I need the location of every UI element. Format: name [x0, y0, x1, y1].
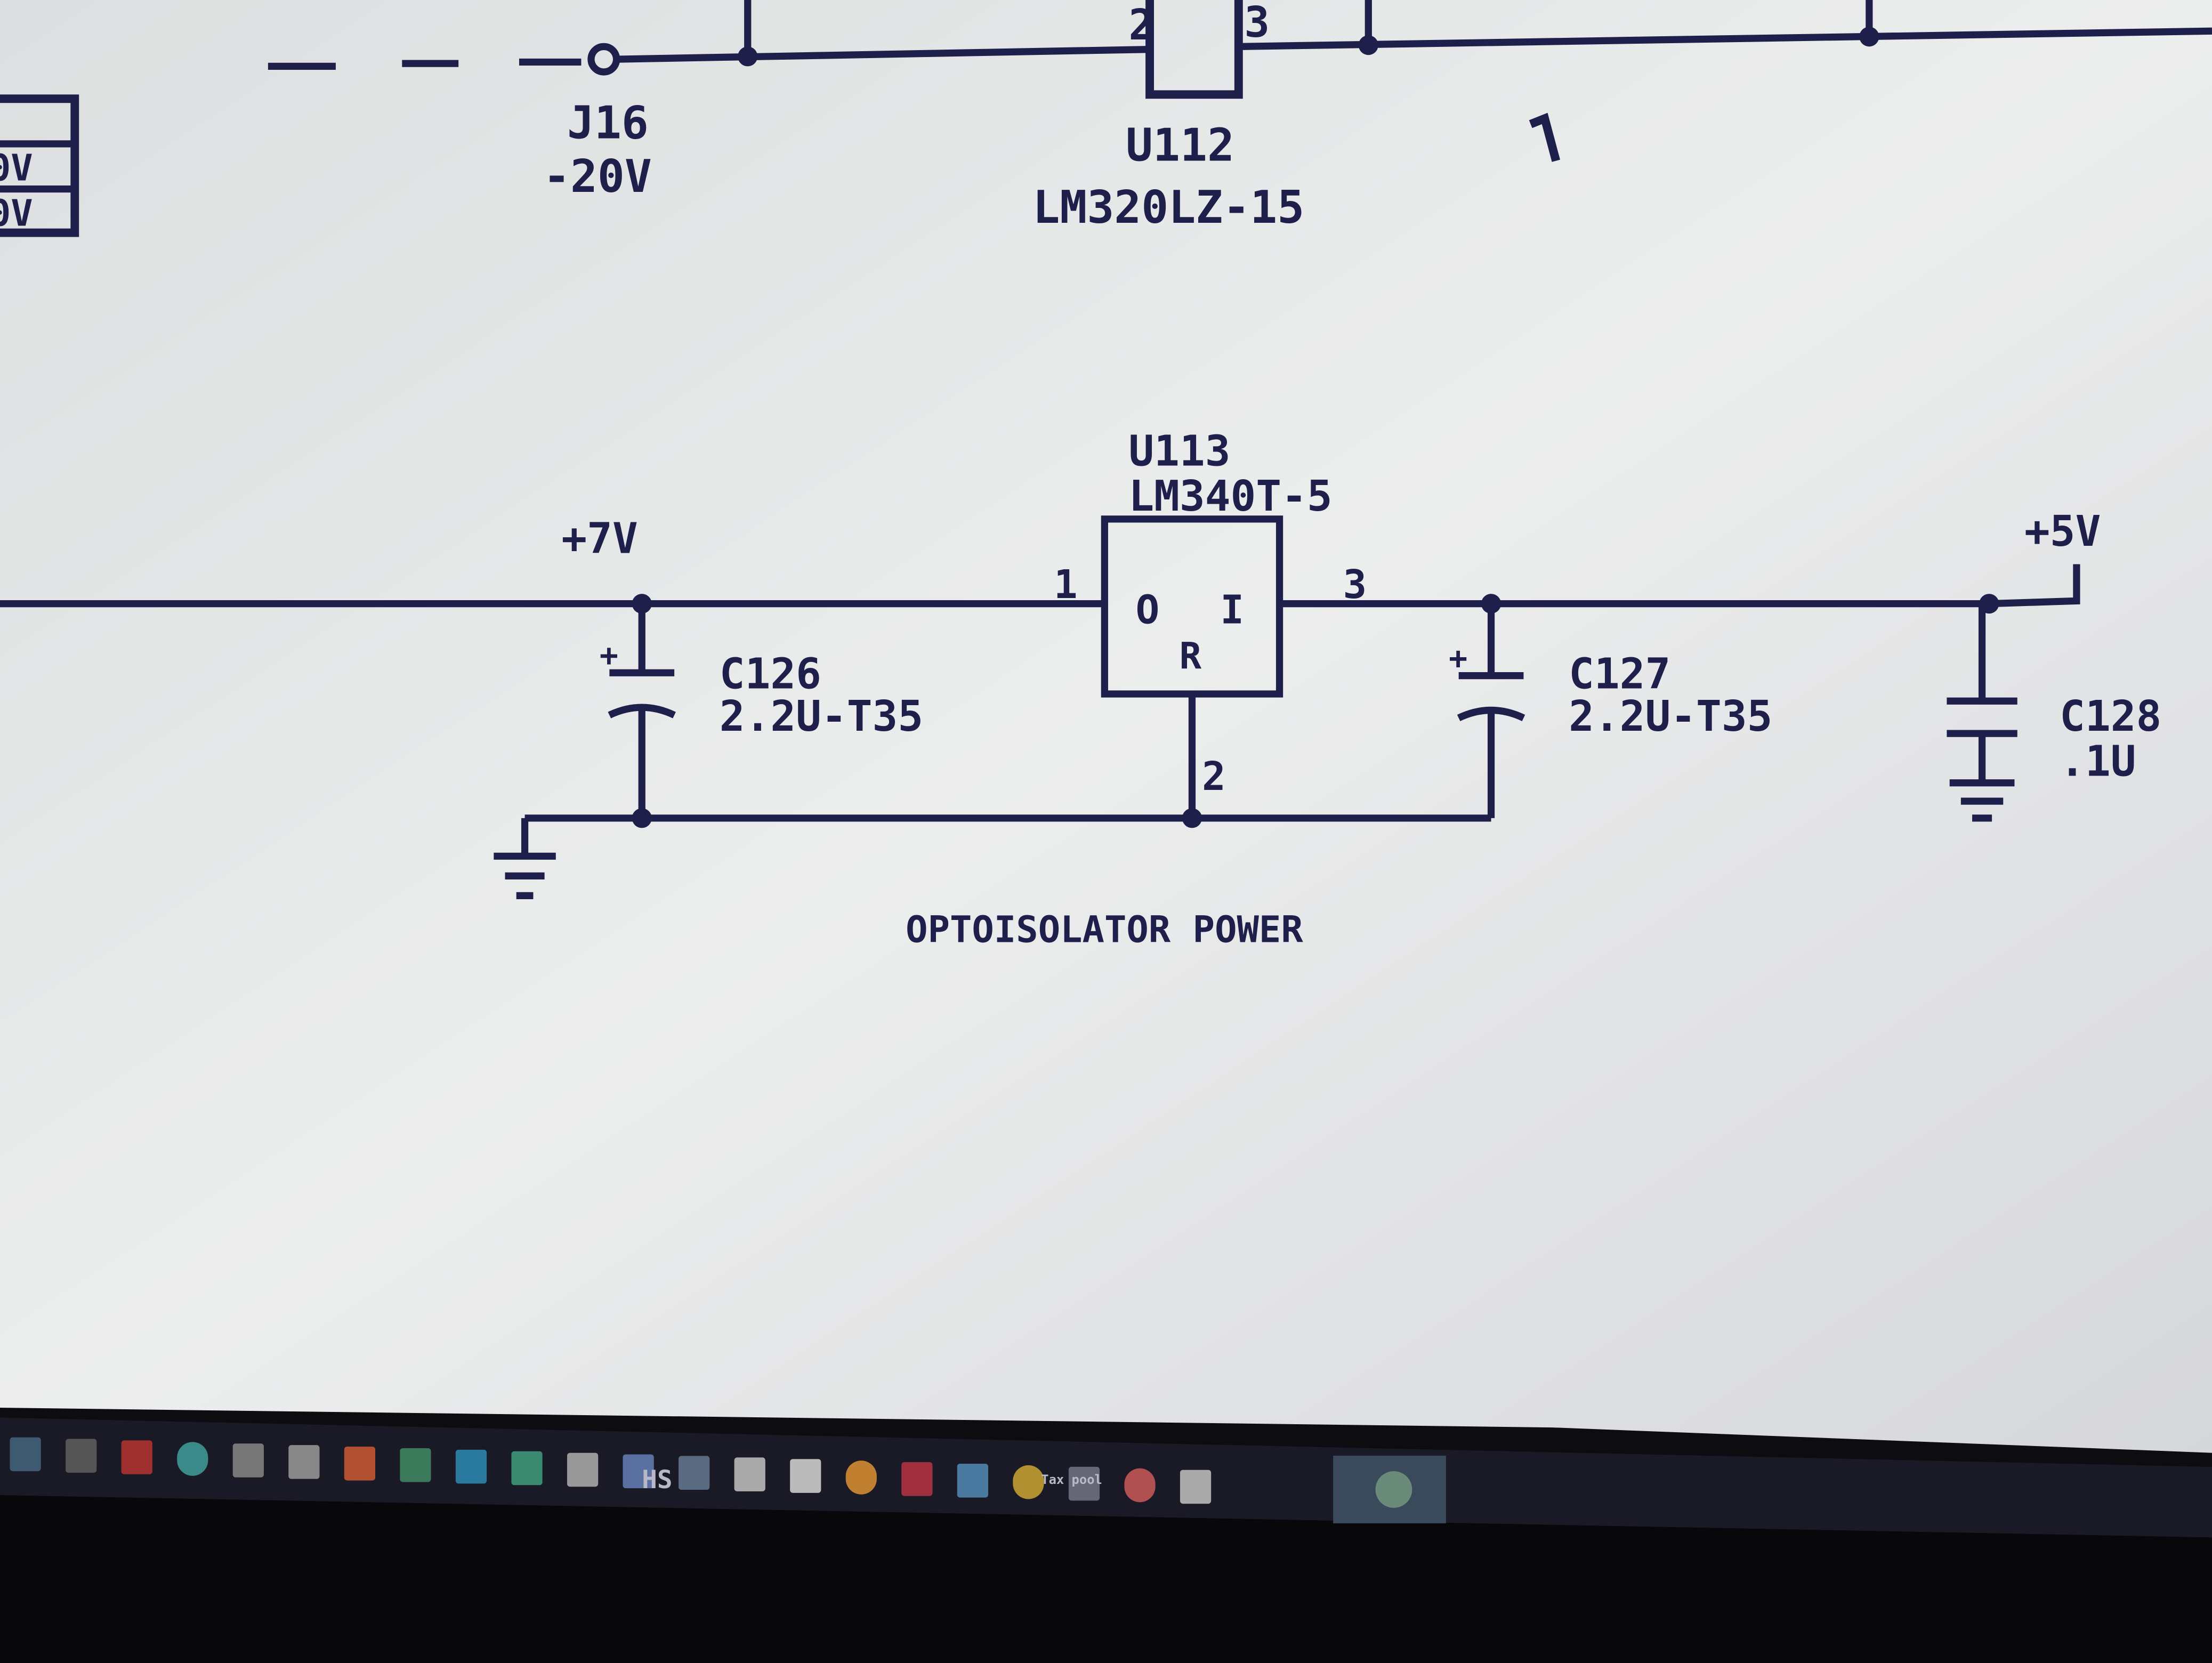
u113-part: LM340T-5	[1128, 471, 1332, 521]
circuit-title: OPTOISOLATOR POWER	[906, 909, 1303, 951]
blank-doc-icon[interactable]	[790, 1459, 821, 1493]
taskbar-hs-label: HS	[642, 1465, 672, 1495]
tax-pool-icon[interactable]	[1068, 1466, 1100, 1501]
c128-ref: C128	[2060, 691, 2161, 741]
c127-polarity: +	[1449, 640, 1467, 676]
chrome-window-icon	[1375, 1471, 1412, 1508]
j16-ref: J16	[567, 96, 649, 149]
skype-icon[interactable]	[455, 1449, 487, 1484]
left-connector-box	[0, 94, 79, 237]
firefox-icon[interactable]	[344, 1447, 376, 1481]
notepad-icon[interactable]	[567, 1452, 599, 1487]
u113-pin-in: 1	[1054, 562, 1078, 608]
chrome-icon[interactable]	[1124, 1468, 1156, 1503]
u112-part: LM320LZ-15	[1032, 181, 1304, 233]
taskbar-tax-label: Tax pool	[1041, 1472, 1102, 1487]
u112-pin-out: 3	[1244, 0, 1270, 47]
u112-box	[1145, 0, 1243, 99]
pen-icon[interactable]	[232, 1443, 264, 1478]
c128-value: .1U	[2060, 736, 2136, 786]
paint-icon[interactable]	[623, 1454, 654, 1489]
u113-r: R	[1180, 635, 1202, 677]
c127-value: 2.2U-T35	[1569, 691, 1772, 741]
u113-o: O	[1136, 587, 1160, 633]
task-view-icon[interactable]	[66, 1439, 97, 1473]
top-circuit	[0, 0, 2212, 237]
c126-value: 2.2U-T35	[720, 691, 923, 741]
red-app-icon[interactable]	[121, 1440, 152, 1474]
window-icon[interactable]	[734, 1457, 765, 1491]
hs-circle-icon[interactable]	[1013, 1465, 1044, 1499]
j16-value: -20V	[543, 150, 652, 203]
c126-polarity: +	[600, 637, 618, 673]
taskbar: HS Tax pool	[0, 1417, 2212, 1663]
u113-pin-gnd: 2	[1202, 754, 1226, 800]
files-icon[interactable]	[400, 1448, 431, 1482]
optoisolator-power-circuit	[0, 515, 2080, 900]
u112-pin-in: 2	[1128, 0, 1154, 50]
u113-i: I	[1220, 587, 1244, 633]
u113-pin-out: 3	[1343, 562, 1367, 608]
globe-icon[interactable]	[177, 1442, 208, 1476]
left-label-2: 0V	[0, 192, 33, 235]
document-icon[interactable]	[288, 1445, 320, 1479]
chrome-c-icon[interactable]	[845, 1460, 877, 1495]
c127-ref: C127	[1569, 649, 1670, 698]
home-icon[interactable]	[957, 1464, 989, 1498]
u112-ref: U112	[1126, 119, 1234, 172]
input-net-label: +7V	[561, 513, 637, 563]
network-icon[interactable]	[511, 1451, 543, 1486]
output-net-label: +5V	[2024, 506, 2101, 556]
u113-ref: U113	[1128, 426, 1230, 475]
blank-icon[interactable]	[1180, 1470, 1212, 1504]
left-label-1: 0V	[0, 147, 33, 190]
c126-ref: C126	[720, 649, 821, 698]
document-page	[0, 0, 2212, 1453]
pdf-icon[interactable]	[901, 1462, 933, 1496]
hs-app-icon[interactable]	[679, 1456, 710, 1490]
start-icon[interactable]	[10, 1437, 41, 1472]
